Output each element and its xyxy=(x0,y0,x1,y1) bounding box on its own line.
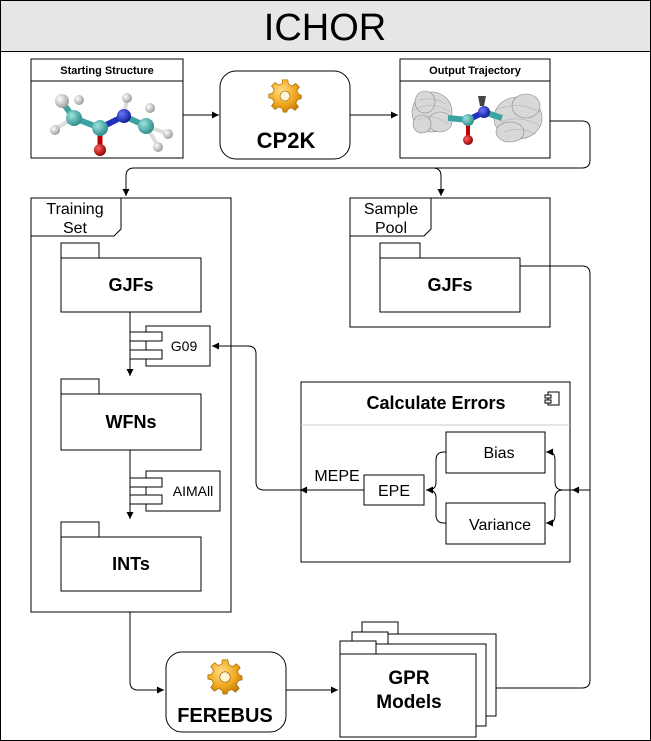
bias-label: Bias xyxy=(483,445,514,462)
sample-pool-box: Sample Pool GJFs xyxy=(349,197,551,328)
arrow-feed-to-bias xyxy=(546,448,590,491)
arrow-training-to-ferebus xyxy=(129,612,164,694)
training-gjfs-label: GJFs xyxy=(108,275,153,295)
training-wfns-folder: WFNs xyxy=(60,378,202,451)
cp2k-box: CP2K xyxy=(219,70,351,160)
gpr-models-stack: GPR Models xyxy=(339,621,497,738)
arrow-variance-to-epe xyxy=(427,489,446,524)
arrow-output-to-training xyxy=(122,120,591,196)
calculate-errors-title: Calculate Errors xyxy=(366,393,505,413)
epe-label: EPE xyxy=(378,483,410,500)
arrow-output-to-sample xyxy=(432,167,445,196)
header-bar xyxy=(0,0,651,52)
epe-box xyxy=(363,474,425,506)
sample-pool-tab-line1: Sample xyxy=(364,201,418,218)
gear-icon xyxy=(207,659,243,695)
page-title: ICHOR xyxy=(264,7,386,49)
trajectory-ensemble-icon xyxy=(411,90,543,145)
calculate-errors-box: Calculate Errors Bias Variance EPE MEPE xyxy=(300,381,571,563)
g09-component: G09 xyxy=(129,325,211,367)
molecule-icon xyxy=(50,93,173,156)
arrow-mepe-to-g09 xyxy=(212,342,300,491)
mepe-label: MEPE xyxy=(314,468,359,485)
sample-gjfs-label: GJFs xyxy=(427,275,472,295)
cp2k-label: CP2K xyxy=(257,128,316,153)
starting-structure-label: Starting Structure xyxy=(60,65,154,77)
gear-icon xyxy=(268,79,302,113)
component-icon xyxy=(544,391,560,406)
ferebus-label: FEREBUS xyxy=(177,705,273,727)
ferebus-box: FEREBUS xyxy=(165,651,287,733)
aimall-component: AIMAll xyxy=(129,470,221,512)
output-trajectory-label: Output Trajectory xyxy=(429,65,522,77)
g09-label: G09 xyxy=(171,338,198,354)
header: ICHOR xyxy=(0,0,651,52)
gpr-models-line1: GPR xyxy=(388,668,429,689)
training-gjfs-folder: GJFs xyxy=(60,242,202,313)
arrow-feed-to-variance xyxy=(546,489,590,527)
sample-pool-tab-line2: Pool xyxy=(375,220,407,237)
gpr-models-line2: Models xyxy=(376,692,441,713)
line-sample-and-models xyxy=(495,265,591,689)
training-set-box: Training Set GJFs G09 WFNs AIMAll xyxy=(30,197,232,613)
bias-box xyxy=(445,431,546,474)
sample-gjfs-folder: GJFs xyxy=(379,242,521,313)
starting-structure-box: Starting Structure xyxy=(30,58,184,159)
training-set-tab-line1: Training xyxy=(46,201,103,218)
variance-label: Variance xyxy=(469,517,531,534)
aimall-label: AIMAll xyxy=(173,483,213,499)
training-wfns-label: WFNs xyxy=(106,412,157,432)
variance-box xyxy=(445,502,546,545)
training-ints-label: INTs xyxy=(112,554,150,574)
arrow-bias-to-epe xyxy=(426,451,446,494)
training-set-tab-line2: Set xyxy=(63,220,88,237)
output-trajectory-box: Output Trajectory xyxy=(399,58,551,159)
training-ints-folder: INTs xyxy=(60,521,202,592)
